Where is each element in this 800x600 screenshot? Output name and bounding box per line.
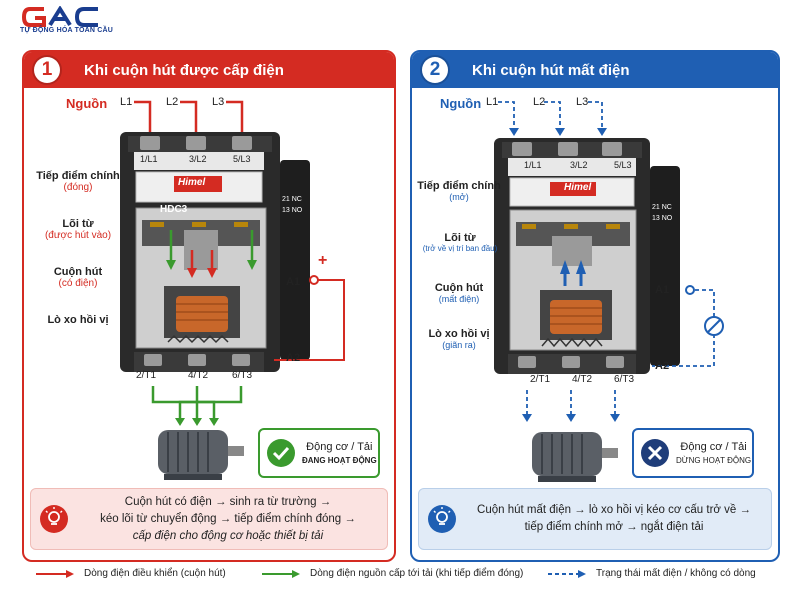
coil-winding bbox=[176, 296, 228, 332]
motor-icon bbox=[158, 430, 244, 480]
status-running: Động cơ / Tải ĐANG HOẠT ĐỘNG bbox=[258, 428, 380, 478]
explain-line-2: tiếp điểm chính mở → ngắt điện tải bbox=[524, 521, 704, 533]
close-icon bbox=[641, 439, 669, 467]
legend-load-current: Dòng điện nguồn cấp tới tải (khi tiếp đi… bbox=[262, 568, 523, 579]
red-arrow-icon bbox=[36, 569, 74, 578]
label-source: Nguồn bbox=[440, 96, 482, 111]
explain-line-2: kéo lõi từ chuyển động → tiếp điểm chính… bbox=[100, 512, 356, 525]
lightbulb-icon bbox=[428, 505, 456, 533]
aux-no: 13 NO bbox=[282, 207, 303, 214]
terminal-1l1: 1/L1 bbox=[524, 160, 542, 170]
supply-lines bbox=[134, 100, 244, 138]
callout-spring: Lò xo hồi vị (giãn ra) bbox=[428, 328, 490, 350]
label-l1: L1 bbox=[486, 96, 499, 108]
panel-energized bbox=[22, 50, 396, 562]
model-label: HDC3 bbox=[160, 204, 188, 215]
check-icon bbox=[267, 439, 295, 467]
brand-plate bbox=[174, 176, 222, 192]
callout-core: Lõi từ (được hút vào) bbox=[44, 218, 112, 241]
green-arrow-icon bbox=[262, 569, 300, 578]
status-title: Động cơ / Tải bbox=[680, 441, 747, 453]
label-l3: L3 bbox=[212, 96, 225, 108]
motor-icon bbox=[532, 432, 618, 482]
terminal-4t2: 4/T2 bbox=[188, 370, 209, 381]
lightbulb-icon bbox=[40, 505, 68, 533]
status-sub: DỪNG HOẠT ĐỘNG bbox=[676, 456, 752, 465]
callout-spring: Lò xo hồi vị bbox=[47, 314, 109, 326]
main-contacts-open bbox=[522, 224, 620, 229]
gac-logo bbox=[21, 5, 112, 33]
load-lines bbox=[151, 386, 243, 420]
step-number: 1 bbox=[34, 57, 60, 83]
terminal-3l2: 3/L2 bbox=[570, 160, 588, 170]
power-flow-arrows bbox=[169, 230, 254, 262]
coil-terminal-a1: A1 bbox=[655, 284, 670, 296]
explanation-energized: Cuộn hút có điện → sinh ra từ trường → k… bbox=[30, 488, 388, 550]
terminal-6t3: 6/T3 bbox=[232, 370, 253, 381]
return-arrows bbox=[560, 260, 586, 274]
label-l1: L1 bbox=[120, 96, 133, 108]
terminal-6t3: 6/T3 bbox=[614, 374, 635, 385]
brand-label: Himel bbox=[178, 177, 206, 188]
legend-no-current: Trạng thái mất điện / không có dòng bbox=[548, 568, 756, 579]
terminal-2t1: 2/T1 bbox=[530, 374, 551, 385]
supply-lines-dashed bbox=[498, 101, 603, 130]
explanation-deenergized: Cuộn hút mất điện → lò xo hồi vị kéo cơ … bbox=[418, 488, 772, 550]
header-energized: 1 Khi cuộn hút được cấp điện bbox=[24, 52, 394, 88]
explain-line-1: Cuộn hút mất điện → lò xo hồi vị kéo cơ … bbox=[477, 504, 751, 516]
terminal-2t1: 2/T1 bbox=[136, 370, 157, 381]
aux-contact-block bbox=[280, 160, 310, 360]
logo-tagline: TỰ ĐỘNG HÓA TOÀN CẦU bbox=[20, 27, 114, 34]
status-stopped: Động cơ / Tải DỪNG HOẠT ĐỘNG bbox=[632, 428, 754, 478]
plus-sign: + bbox=[318, 252, 328, 269]
contactor-diagram-deenergized bbox=[494, 101, 724, 482]
status-title: Động cơ / Tải bbox=[306, 441, 373, 453]
main-contacts-closed bbox=[150, 222, 248, 227]
coil-terminal-a2: A2 bbox=[286, 352, 301, 364]
terminal-screws bbox=[140, 136, 252, 150]
callout-main-contact: Tiếp điểm chính (mở) bbox=[417, 180, 501, 202]
return-spring bbox=[541, 337, 603, 348]
header-title: Khi cuộn hút mất điện bbox=[472, 61, 630, 79]
label-l3: L3 bbox=[576, 96, 589, 108]
legend-control-current: Dòng điện điều khiển (cuộn hút) bbox=[36, 568, 226, 579]
label-l2: L2 bbox=[533, 96, 546, 108]
aux-nc: 21 NC bbox=[652, 204, 672, 211]
armature-pull-arrows bbox=[190, 250, 214, 270]
control-circuit bbox=[274, 279, 345, 361]
aux-no: 13 NO bbox=[652, 215, 673, 222]
dashed-arrow-icon bbox=[548, 569, 586, 578]
header-title: Khi cuộn hút được cấp điện bbox=[84, 61, 284, 79]
callout-main-contact: Tiếp điểm chính (đóng) bbox=[36, 170, 120, 193]
explain-line-3: cấp điện cho động cơ hoặc thiết bị tải bbox=[132, 529, 324, 542]
callout-core: Lõi từ (trở về vị trí ban đầu) bbox=[422, 232, 498, 253]
gac-logo-mark bbox=[21, 5, 98, 27]
explain-line-1: Cuộn hút có điện → sinh ra từ trường → bbox=[124, 495, 332, 508]
status-sub: ĐANG HOẠT ĐỘNG bbox=[302, 456, 377, 465]
panel-deenergized bbox=[410, 50, 780, 562]
callout-coil: Cuộn hút (có điện) bbox=[53, 266, 103, 289]
brand-label: Himel bbox=[564, 182, 592, 193]
terminal-1l1: 1/L1 bbox=[140, 154, 158, 164]
header-deenergized: 2 Khi cuộn hút mất điện bbox=[412, 52, 778, 88]
terminal-3l2: 3/L2 bbox=[189, 154, 207, 164]
coil-terminal-a2: A2 bbox=[655, 360, 670, 372]
coil-winding bbox=[550, 300, 602, 334]
label-source: Nguồn bbox=[66, 96, 108, 111]
coil-terminal-a1: A1 bbox=[286, 276, 301, 288]
callout-coil: Cuộn hút (mất điện) bbox=[434, 282, 484, 304]
terminal-5l3: 5/L3 bbox=[233, 154, 251, 164]
contactor-diagram-energized bbox=[120, 100, 345, 480]
return-spring bbox=[167, 334, 229, 344]
step-number: 2 bbox=[422, 57, 448, 83]
aux-nc: 21 NC bbox=[282, 196, 302, 203]
terminal-4t2: 4/T2 bbox=[572, 374, 593, 385]
terminal-5l3: 5/L3 bbox=[614, 160, 632, 170]
label-l2: L2 bbox=[166, 96, 179, 108]
